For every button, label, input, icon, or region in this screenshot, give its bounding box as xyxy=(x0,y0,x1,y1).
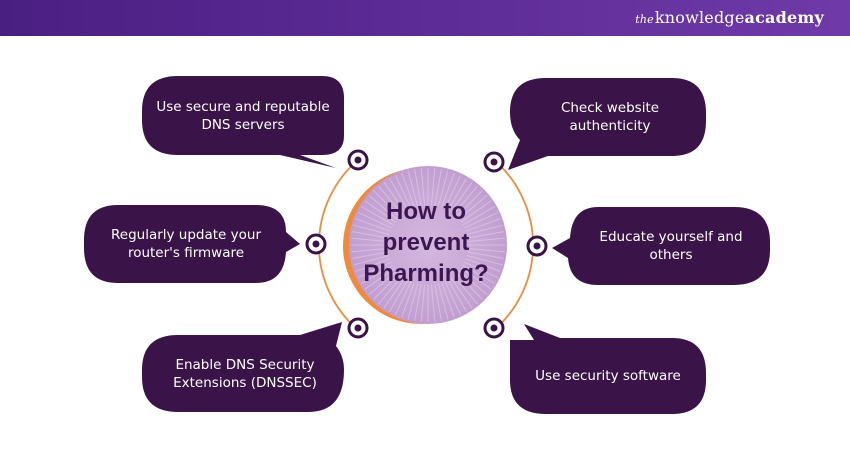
ray-line xyxy=(447,279,467,312)
ray-line xyxy=(351,247,389,253)
dot-mid-right xyxy=(526,235,548,257)
ray-line xyxy=(437,170,449,207)
dot-mid-left xyxy=(305,233,327,255)
ray-line xyxy=(351,237,389,243)
ray-line xyxy=(434,169,442,206)
dot-top-right xyxy=(483,151,505,173)
ray-line xyxy=(401,282,415,318)
ray-line xyxy=(420,284,426,322)
ray-line xyxy=(430,168,436,206)
ray-line xyxy=(414,284,422,321)
ray-line xyxy=(364,267,396,290)
ray-line xyxy=(361,264,394,284)
ray-line xyxy=(458,270,488,295)
ray-line xyxy=(378,185,403,215)
ray-line xyxy=(383,277,406,309)
ray-line xyxy=(460,267,492,290)
ray-line xyxy=(465,258,501,272)
bubbles xyxy=(84,76,770,414)
tip-security-software: Use security software xyxy=(535,368,681,384)
ray-line xyxy=(395,175,412,209)
ray-line xyxy=(368,270,398,295)
ray-line xyxy=(441,172,455,208)
center-circle xyxy=(343,166,507,324)
ray-line xyxy=(453,185,478,215)
ray-line xyxy=(352,251,389,259)
center-title: How to prevent Pharming? xyxy=(363,198,489,287)
ray-line xyxy=(467,251,504,259)
ray-line xyxy=(466,224,503,236)
ray-line xyxy=(378,275,403,305)
ray-line xyxy=(389,279,409,312)
ray-line xyxy=(462,206,495,226)
ray-line xyxy=(464,261,498,278)
ray-line xyxy=(414,169,422,206)
ray-line xyxy=(447,178,467,211)
bubble-secure-dns xyxy=(142,76,344,168)
ray-line xyxy=(373,190,401,218)
dot-bottom-right xyxy=(483,317,505,339)
bubble-educate xyxy=(552,207,770,285)
ray-line xyxy=(358,261,392,278)
ray-line xyxy=(450,181,473,213)
ray-line xyxy=(434,284,442,321)
ray-line xyxy=(465,218,501,232)
ray-line xyxy=(358,212,392,229)
ray-line xyxy=(407,283,419,320)
ray-line xyxy=(450,277,473,309)
ray-line xyxy=(441,282,455,318)
ray-line xyxy=(383,181,406,213)
ray-line xyxy=(467,247,505,253)
ray-line xyxy=(455,190,483,218)
ray-line xyxy=(355,218,391,232)
bubble-check-authenticity xyxy=(508,78,706,170)
ray-line xyxy=(455,272,483,300)
header-bar: theknowledgeacademy xyxy=(0,0,850,36)
dot-top-left xyxy=(347,149,369,171)
tip-dnssec: Enable DNS Security Extensions (DNSSEC) xyxy=(173,357,317,391)
ray-line xyxy=(355,258,391,272)
ray-line xyxy=(407,170,419,207)
ray-line xyxy=(361,206,394,226)
connector-dots xyxy=(305,149,548,339)
ray-line xyxy=(395,281,412,315)
ray-line xyxy=(353,254,390,266)
ray-line xyxy=(444,281,461,315)
tip-educate: Educate yourself and others xyxy=(599,229,743,263)
ray-line xyxy=(352,231,389,239)
ray-line xyxy=(467,237,505,243)
ray-line xyxy=(364,200,396,223)
ray-line xyxy=(453,275,478,305)
ray-line xyxy=(467,231,504,239)
ray-line xyxy=(389,178,409,211)
ray-line xyxy=(430,284,436,322)
tip-check-authenticity: Check website authenticity xyxy=(560,100,660,134)
tip-update-firmware: Regularly update your router's firmware xyxy=(110,227,262,261)
ray-line xyxy=(437,283,449,320)
ray-line xyxy=(373,272,401,300)
ray-line xyxy=(462,264,495,284)
bubble-security-software xyxy=(510,324,706,414)
ray-line xyxy=(444,175,461,209)
bubble-update-firmware xyxy=(84,205,300,283)
dot-bottom-left xyxy=(347,317,369,339)
ray-line xyxy=(401,172,415,208)
ray-line xyxy=(353,224,390,236)
brand-logo: theknowledgeacademy xyxy=(635,8,824,27)
tip-secure-dns: Use secure and reputable DNS servers xyxy=(156,99,330,133)
ray-line xyxy=(466,254,503,266)
ray-line xyxy=(464,212,498,229)
ray-line xyxy=(460,200,492,223)
ray-line xyxy=(420,168,426,206)
ray-line xyxy=(458,195,488,220)
bubble-dnssec xyxy=(142,322,344,412)
ray-line xyxy=(368,195,398,220)
